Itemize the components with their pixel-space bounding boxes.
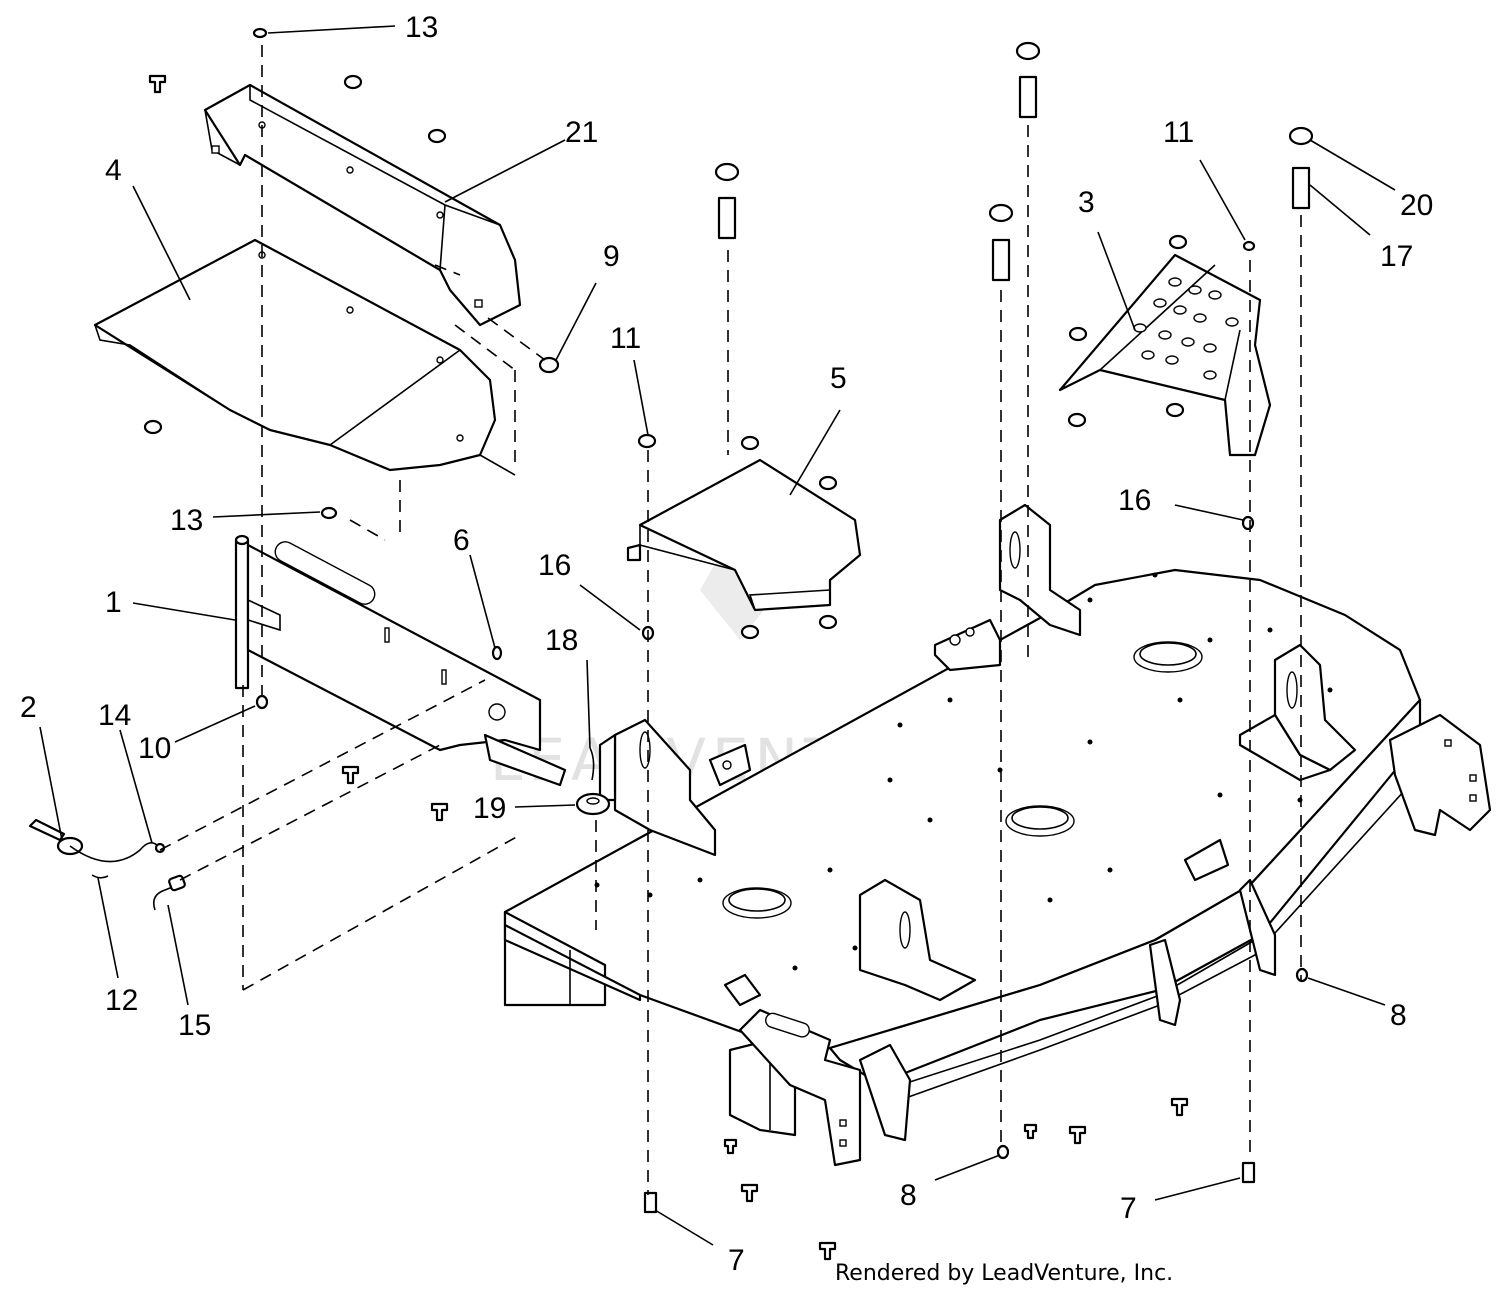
callout-12: 12: [105, 984, 138, 1017]
callout-10: 10: [138, 732, 171, 765]
callout-2: 2: [20, 691, 37, 724]
callout-1: 1: [105, 586, 122, 619]
callout-15: 15: [178, 1009, 211, 1042]
part-3-perforated-cover: [1058, 253, 1272, 457]
part-4-discharge-chute: [93, 238, 516, 476]
callout-13-top: 13: [405, 11, 438, 44]
callout-labels: 13 21 4 9 11 11 3 20 17 5 13 6 16 16 1 1…: [20, 11, 1433, 1277]
callout-11-left: 11: [610, 322, 641, 355]
render-credit: Rendered by LeadVenture, Inc.: [835, 1261, 1173, 1286]
callout-7-bottom: 7: [728, 1244, 745, 1277]
callout-20: 20: [1400, 189, 1433, 222]
callout-19: 19: [473, 792, 506, 825]
callout-14: 14: [98, 699, 131, 732]
callout-4: 4: [105, 154, 122, 187]
leader-lines: [39, 25, 1396, 1246]
perforation-holes: [1133, 277, 1239, 380]
callout-16-left: 16: [538, 549, 571, 582]
callout-17: 17: [1380, 240, 1413, 273]
part-5-belt-cover: [626, 458, 862, 612]
callout-8-right: 8: [1390, 999, 1407, 1032]
callout-7-right: 7: [1120, 1192, 1137, 1225]
part-21-upper-shroud: [203, 83, 522, 327]
callout-11-right: 11: [1163, 116, 1194, 149]
callout-13-mid: 13: [170, 504, 203, 537]
callout-18: 18: [545, 624, 578, 657]
mower-deck: [503, 503, 1492, 1167]
callout-3: 3: [1078, 186, 1095, 219]
callout-5: 5: [830, 362, 847, 395]
assembly-lines: [159, 45, 1302, 1195]
callout-21: 21: [565, 116, 598, 149]
part-1-chute-mount-bracket: [234, 534, 567, 787]
callout-16-right: 16: [1118, 484, 1151, 517]
callout-8-bottom: 8: [900, 1179, 917, 1212]
callout-6: 6: [453, 524, 470, 557]
callout-9: 9: [603, 240, 620, 273]
